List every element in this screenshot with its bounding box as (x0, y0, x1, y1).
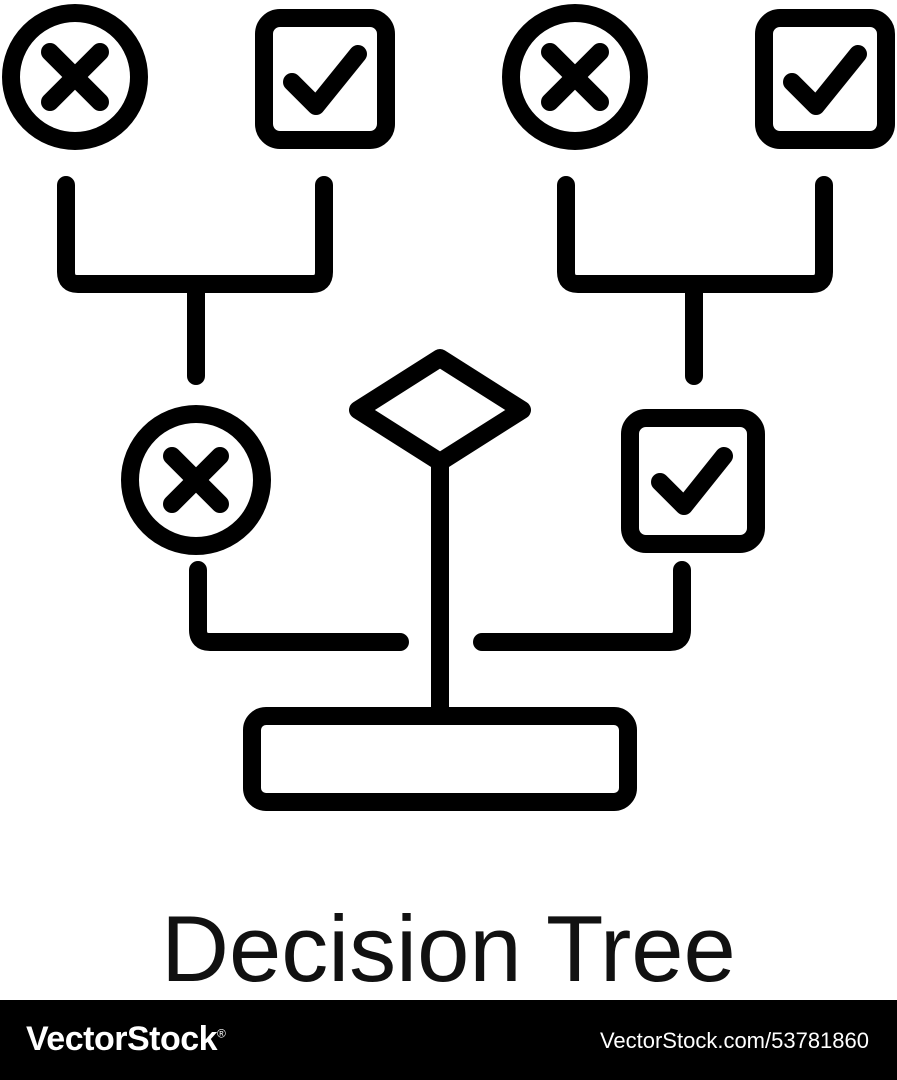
x-circle-icon (121, 405, 271, 555)
diamond-icon (349, 349, 531, 721)
brand-name: VectorStock (26, 1020, 218, 1058)
decision-tree-icon (2, 4, 895, 811)
brand-logo: VectorStock® (26, 1020, 226, 1059)
right-lower-connector (473, 561, 691, 651)
x-circle-icon (502, 4, 648, 150)
checkbox-check-icon (255, 9, 395, 149)
checkbox-check-icon (755, 9, 895, 149)
rectangle-base-icon (243, 707, 637, 811)
right-upper-connector (557, 176, 833, 385)
watermark-footer: VectorStock® VectorStock.com/53781860 (0, 1000, 897, 1080)
image-id-label: VectorStock.com/53781860 (599, 1028, 869, 1053)
checkbox-check-icon (621, 409, 765, 553)
left-upper-connector (57, 176, 333, 385)
x-circle-icon (2, 4, 148, 150)
registered-mark: ® (217, 1026, 226, 1041)
page-title: Decision Tree (161, 896, 736, 1001)
left-lower-connector (189, 561, 409, 651)
